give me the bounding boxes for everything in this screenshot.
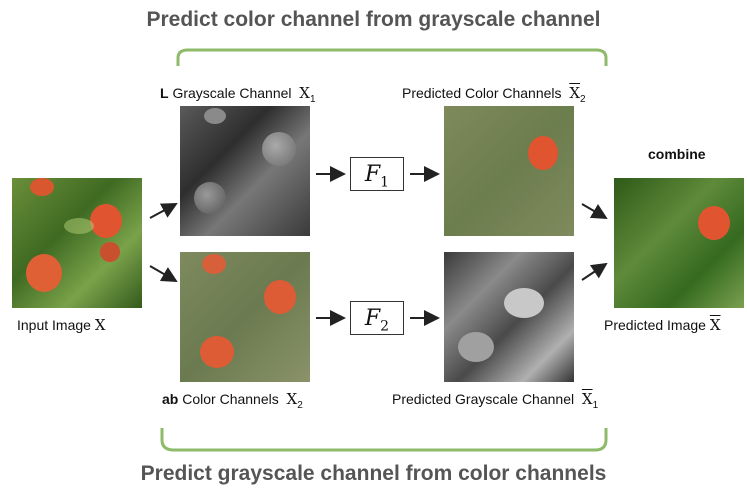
berry xyxy=(90,204,122,238)
predicted-gray-var: X xyxy=(581,390,593,408)
f1-symbol: F xyxy=(364,162,381,187)
color-channels-image xyxy=(180,252,310,382)
predicted-image-var: X xyxy=(709,316,721,334)
f1-subscript: 1 xyxy=(380,174,390,191)
grayscale-label: L Grayscale Channel X1 xyxy=(160,84,316,105)
berry xyxy=(100,242,120,262)
predicted-gray-patch xyxy=(504,288,544,318)
grayscale-prefix: L xyxy=(160,85,169,101)
arrow-input-to-gray xyxy=(149,203,178,219)
gray-berry xyxy=(262,132,296,166)
network-f2-box: F2 xyxy=(350,301,404,335)
input-image xyxy=(12,178,142,308)
ab-berry xyxy=(202,254,226,274)
network-f1-box: F1 xyxy=(350,157,404,191)
predicted-color-image xyxy=(444,106,574,236)
grayscale-image xyxy=(180,106,310,236)
input-image-text: Input Image xyxy=(17,317,91,333)
color-var: X xyxy=(286,390,298,408)
output-berry xyxy=(698,206,730,240)
ab-berry xyxy=(200,336,234,368)
color-label: ab Color Channels X2 xyxy=(162,390,303,411)
f2-symbol: F xyxy=(364,306,381,331)
predicted-gray-patch xyxy=(458,332,494,362)
predicted-gray-text: Predicted Grayscale Channel xyxy=(392,391,575,407)
f2-subscript: 2 xyxy=(380,318,390,335)
predicted-color-var: X xyxy=(569,84,580,102)
predicted-color-sub: 2 xyxy=(580,93,586,105)
leaf-highlight xyxy=(64,218,94,234)
berry xyxy=(30,178,54,196)
arrow-predgray-to-output xyxy=(581,262,608,281)
color-prefix: ab xyxy=(162,391,179,407)
predicted-output-image xyxy=(614,178,744,308)
top-title: Predict color channel from grayscale cha… xyxy=(146,8,601,31)
ab-berry xyxy=(264,280,296,314)
grayscale-var: X xyxy=(299,84,310,102)
color-sub: 2 xyxy=(297,399,303,411)
combine-label: combine xyxy=(648,146,706,162)
grayscale-sub: 1 xyxy=(309,93,316,105)
input-image-var: X xyxy=(94,316,106,334)
predicted-color-text: Predicted Color Channels xyxy=(402,85,562,101)
predicted-grayscale-image xyxy=(444,252,574,382)
arrow-input-to-color xyxy=(149,265,178,282)
top-bracket xyxy=(176,48,608,66)
predicted-image-label: Predicted Image X xyxy=(604,316,721,334)
color-text: Color Channels xyxy=(182,391,279,407)
arrow-predcolor-to-output xyxy=(581,203,608,220)
bottom-title: Predict grayscale channel from color cha… xyxy=(140,462,607,485)
berry xyxy=(26,254,62,292)
grayscale-text: Grayscale Channel xyxy=(172,85,292,101)
predicted-color-label: Predicted Color Channels X2 xyxy=(402,84,586,105)
predicted-berry xyxy=(528,136,558,170)
predicted-gray-sub: 1 xyxy=(592,399,599,411)
gray-berry xyxy=(194,182,226,214)
bottom-bracket xyxy=(160,428,608,452)
input-image-label: Input Image X xyxy=(17,316,106,334)
predicted-image-text: Predicted Image xyxy=(604,317,706,333)
gray-berry xyxy=(204,108,226,124)
predicted-gray-label: Predicted Grayscale Channel X1 xyxy=(392,390,598,411)
